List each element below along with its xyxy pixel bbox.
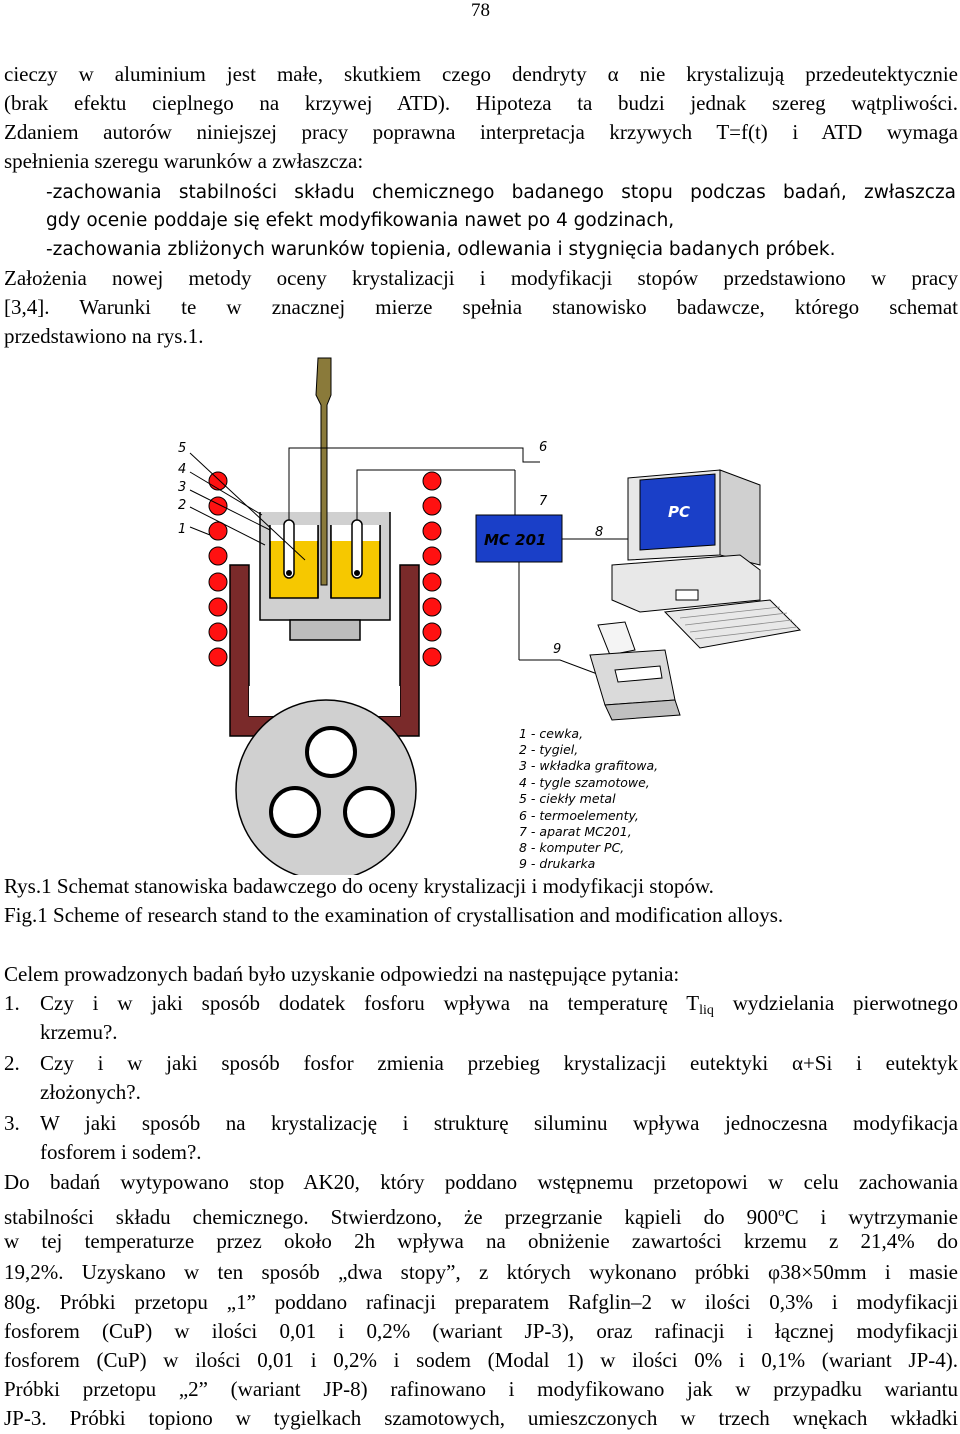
condition-line: -zachowania zbliżonych warunków topienia… [46, 239, 836, 260]
legend-item: 2 - tygiel, [519, 742, 578, 757]
text-line: stabilności składu chemicznego. Stwierdz… [4, 1204, 958, 1229]
question-1-line: Czy i w jaki sposób dodatek fosforu wpły… [40, 991, 959, 1018]
question-number: 3. [4, 1111, 20, 1135]
text-line: (brak efektu cieplnego na krzywej ATD). … [4, 91, 958, 115]
caption-en: Fig.1 Scheme of research stand to the ex… [4, 903, 784, 927]
legend-item: 3 - wkładka grafitowa, [519, 758, 658, 773]
computer-pc: PC [611, 469, 802, 649]
legend-item: 6 - termoelementy, [519, 808, 639, 823]
text-line: spełnienia szeregu warunków a zwłaszcza: [4, 149, 364, 173]
label-1: 1 [178, 522, 186, 537]
legend-item: 7 - aparat MC201, [519, 824, 632, 839]
label-9: 9 [553, 642, 561, 657]
pc-label: PC [668, 503, 690, 521]
question-number: 2. [4, 1051, 20, 1075]
text-line: w tej temperaturze przez około 2h wpływa… [4, 1229, 958, 1253]
furnace-cross-section [229, 357, 420, 737]
text-line: fosforem (CuP) w ilości 0,01 i 0,2% (war… [4, 1319, 958, 1343]
research-stand-diagram: 5 4 3 2 1 MC 201 6 7 8 9 PC [178, 357, 802, 875]
label-7: 7 [539, 494, 548, 509]
label-2: 2 [178, 498, 186, 513]
crucible-top-view [235, 699, 417, 875]
caption-pl: Rys.1 Schemat stanowiska badawczego do o… [4, 874, 714, 898]
text-line: Do badań wytypowano stop AK20, który pod… [4, 1170, 958, 1194]
text-line: Założenia nowej metody oceny krystalizac… [4, 266, 958, 290]
label-8: 8 [595, 525, 603, 540]
condition-line: gdy ocenie poddaje się efekt modyfikowan… [46, 210, 675, 231]
label-5: 5 [178, 441, 186, 456]
figure-legend: 1 - cewka, 2 - tygiel, 3 - wkładka grafi… [519, 726, 658, 871]
condition-line: -zachowania stabilności składu chemiczne… [46, 182, 956, 203]
text-line: Próbki przetopu „2” (wariant JP-8) rafin… [4, 1377, 958, 1401]
legend-item: 1 - cewka, [519, 726, 583, 741]
question-3-cont: fosforem i sodem?. [40, 1140, 202, 1164]
questions-intro: Celem prowadzonych badań było uzyskanie … [4, 962, 680, 986]
text-line: 19,2%. Uzyskano w ten sposób „dwa stopy”… [4, 1260, 958, 1284]
mc201-device [475, 514, 563, 563]
question-3-line: W jaki sposób na krystalizację i struktu… [40, 1111, 958, 1135]
legend-item: 9 - drukarka [519, 856, 595, 871]
label-3: 3 [178, 480, 186, 495]
text-line: [3,4]. Warunki te w znacznej mierze speł… [4, 295, 958, 319]
printer [589, 621, 681, 721]
question-2-cont: złożonych?. [40, 1080, 141, 1104]
coil-turns [208, 471, 442, 667]
text-line: 80g. Próbki przetopu „1” poddano rafinac… [4, 1290, 958, 1314]
question-number: 1. [4, 991, 20, 1015]
label-6: 6 [539, 440, 547, 455]
text-line: JP-3. Próbki topiono w tygielkach szamot… [4, 1406, 958, 1430]
question-1-cont: krzemu?. [40, 1020, 118, 1044]
mc201-label: MC 201 [484, 531, 546, 549]
label-4: 4 [178, 462, 186, 477]
text-line: Zdaniem autorów niniejszej pracy poprawn… [4, 120, 958, 144]
text-line: przedstawiono na rys.1. [4, 324, 204, 348]
text-line: cieczy w aluminium jest małe, skutkiem c… [4, 62, 958, 86]
question-2-line: Czy i w jaki sposób fosfor zmienia przeb… [40, 1051, 958, 1075]
text-line: fosforem (CuP) w ilości 0,01 i 0,2% i so… [4, 1348, 958, 1372]
legend-item: 8 - komputer PC, [519, 840, 624, 855]
legend-item: 5 - ciekły metal [519, 791, 616, 806]
legend-item: 4 - tygle szamotowe, [519, 775, 650, 790]
